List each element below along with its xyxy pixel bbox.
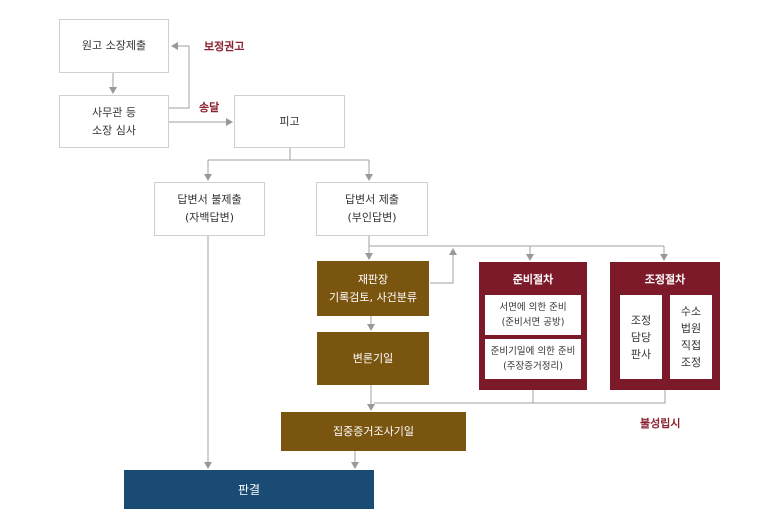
no-answer-line2: (자백답변) bbox=[184, 211, 235, 224]
presiding-line2: 기록검토, 사건분류 bbox=[329, 290, 417, 304]
mediation-court-line2: 법원 bbox=[680, 322, 702, 335]
prep-date-line1: 준비기일에 의한 준비 bbox=[490, 346, 576, 357]
prep-date-box: 준비기일에 의한 준비 (주장증거정리) bbox=[485, 339, 581, 379]
correction-note: 보정권고 bbox=[204, 40, 245, 53]
service-note: 송달 bbox=[199, 101, 220, 114]
clerk-review-line2: 소장 심사 bbox=[92, 123, 136, 137]
preparation-procedure-box: 준비절차 서면에 의한 준비 (준비서면 공방) 준비기일에 의한 준비 (주장… bbox=[479, 262, 587, 390]
prep-written-line1: 서면에 의한 준비 bbox=[499, 302, 567, 313]
judgment-label: 판결 bbox=[237, 482, 261, 497]
presiding-judge-box: 재판장 기록검토, 사건분류 bbox=[317, 261, 429, 316]
answer-line1: 답변서 제출 bbox=[344, 193, 400, 206]
mediation-judge-line3: 판사 bbox=[630, 347, 652, 361]
mediation-court-line3: 직접 bbox=[680, 339, 702, 352]
prep-written-line2: (준비서면 공방) bbox=[501, 317, 565, 328]
mediation-court-line4: 조정 bbox=[680, 356, 702, 369]
mediation-judge-box: 조정 담당 판사 bbox=[620, 295, 662, 379]
pleading-date-box: 변론기일 bbox=[317, 332, 429, 385]
defendant-label: 피고 bbox=[279, 114, 300, 128]
prep-written-box: 서면에 의한 준비 (준비서면 공방) bbox=[485, 295, 581, 335]
clerk-review-line1: 사무관 등 bbox=[92, 105, 136, 119]
pleading-date-label: 변론기일 bbox=[352, 351, 394, 365]
presiding-line1: 재판장 bbox=[357, 272, 389, 286]
defendant-box: 피고 bbox=[234, 95, 345, 148]
mediation-judge-line2: 담당 bbox=[630, 330, 652, 344]
mediation-judge-line1: 조정 bbox=[630, 313, 652, 327]
intensive-evidence-label: 집중증거조사기일 bbox=[333, 424, 414, 438]
answer-line2: (부인답변) bbox=[347, 211, 397, 224]
no-answer-line1: 답변서 불제출 bbox=[177, 193, 242, 206]
submit-complaint-box: 원고 소장제출 bbox=[59, 19, 169, 73]
judgment-box: 판결 bbox=[124, 470, 374, 509]
submit-complaint-label: 원고 소장제출 bbox=[81, 39, 147, 52]
mediation-title: 조정절차 bbox=[644, 273, 686, 286]
intensive-evidence-box: 집중증거조사기일 bbox=[281, 412, 466, 451]
preparation-title: 준비절차 bbox=[512, 273, 554, 286]
clerk-review-box: 사무관 등 소장 심사 bbox=[59, 95, 169, 148]
no-answer-box: 답변서 불제출 (자백답변) bbox=[154, 182, 265, 236]
mediation-court-box: 수소 법원 직접 조정 bbox=[670, 295, 712, 379]
mediation-court-line1: 수소 bbox=[680, 305, 702, 318]
prep-date-line2: (주장증거정리) bbox=[503, 361, 563, 372]
answer-box: 답변서 제출 (부인답변) bbox=[316, 182, 428, 236]
mediation-procedure-box: 조정절차 조정 담당 판사 수소 법원 직접 조정 bbox=[610, 262, 720, 390]
failed-note: 불성립시 bbox=[640, 417, 681, 430]
